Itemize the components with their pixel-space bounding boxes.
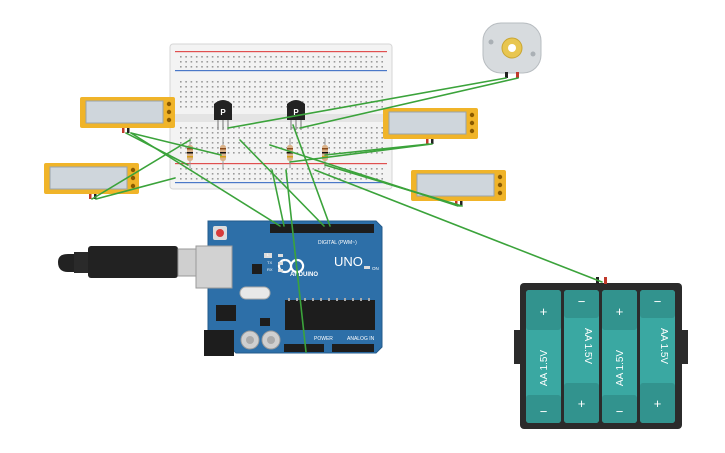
battery-cell-2: − + AA 1.5V	[564, 290, 599, 423]
pushbutton-right-top[interactable]	[383, 108, 478, 144]
usb-cable[interactable]	[58, 246, 201, 278]
dc-motor[interactable]	[482, 22, 542, 78]
battery-cell-4-bottom: +	[654, 396, 662, 411]
wire-14	[314, 169, 603, 283]
resistor-1[interactable]	[187, 138, 193, 168]
wire-3	[130, 132, 281, 227]
battery-cell-1: + − AA 1.5V	[526, 290, 561, 423]
battery-cell-3-top: +	[616, 304, 624, 319]
wire-17	[239, 139, 325, 227]
battery-cell-4-label: AA 1.5V	[658, 328, 669, 364]
wire-5	[91, 139, 191, 200]
wire-6	[227, 77, 507, 129]
battery-cell-3-label: AA 1.5V	[615, 350, 626, 386]
battery-cell-2-label: AA 1.5V	[582, 328, 593, 364]
pushbutton-left-top[interactable]	[80, 97, 175, 133]
battery-cell-2-bottom: +	[578, 396, 586, 411]
wire-4	[95, 177, 176, 200]
wire-1	[130, 132, 222, 156]
battery-cell-4: − + AA 1.5V	[640, 290, 675, 423]
arduino-tx-label: TX	[267, 260, 272, 265]
battery-cell-1-top: +	[540, 304, 548, 319]
battery-cell-2-top: −	[578, 294, 586, 309]
wire-8	[292, 124, 331, 227]
arduino-uno[interactable]: UNO ARDUINO DIGITAL (PWM~) POWER ANALOG …	[195, 220, 383, 356]
breadboard[interactable]	[169, 43, 393, 190]
battery-cell-1-label: AA 1.5V	[539, 350, 550, 386]
arduino-brand-label: ARDUINO	[290, 272, 318, 278]
arduino-on-label: ON	[372, 266, 379, 271]
arduino-analog-label: ANALOG IN	[347, 336, 375, 342]
battery-cell-1-bottom: −	[540, 404, 548, 419]
battery-pack-4xAA[interactable]: + − AA 1.5V − + AA 1.5V + − AA 1.5V − + …	[514, 277, 688, 429]
pushbutton-left-bottom[interactable]	[44, 163, 139, 199]
wires[interactable]	[91, 77, 603, 353]
resistor-2[interactable]	[220, 138, 226, 168]
battery-cell-4-top: −	[654, 294, 662, 309]
battery-cell-3-bottom: −	[616, 404, 624, 419]
arduino-power-label: POWER	[314, 336, 333, 342]
wire-15	[271, 169, 285, 227]
arduino-model-label: UNO	[334, 254, 363, 269]
arduino-l-label: L	[267, 252, 270, 257]
transistor-1[interactable]: P	[214, 100, 232, 130]
wire-16	[285, 169, 307, 353]
transistor-2-label: P	[293, 108, 299, 117]
wire-7	[299, 77, 519, 129]
arduino-rx-label: RX	[267, 267, 273, 272]
transistor-1-label: P	[220, 108, 226, 117]
arduino-digital-label: DIGITAL (PWM~)	[318, 240, 357, 246]
wire-13	[384, 182, 461, 207]
battery-cell-3: + − AA 1.5V	[602, 290, 637, 423]
resistor-3[interactable]	[287, 138, 293, 168]
pushbutton-right-bottom[interactable]	[411, 170, 506, 206]
